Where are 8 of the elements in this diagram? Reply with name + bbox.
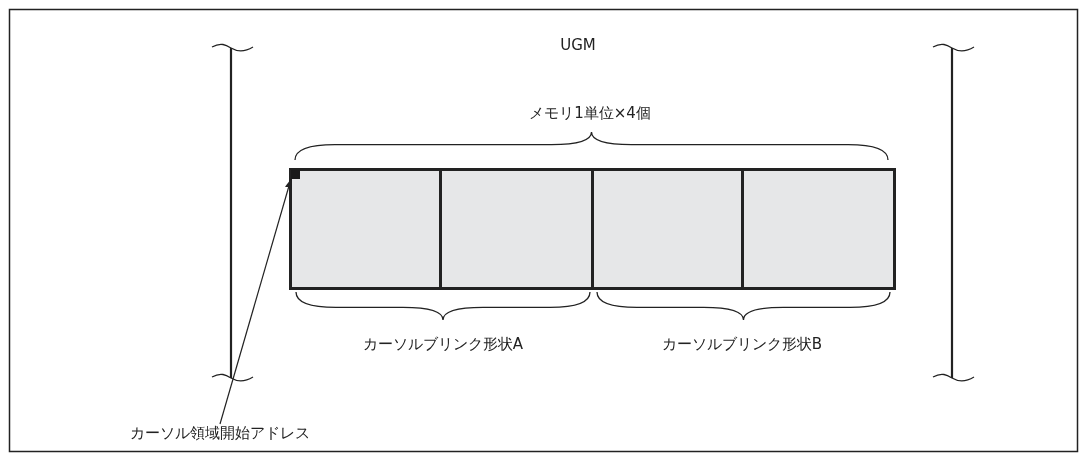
memory-cell bbox=[288, 167, 442, 290]
brace-label: カーソルブリンク形状A bbox=[362, 335, 524, 353]
heading: UGM bbox=[560, 36, 596, 54]
brace-label: カーソルブリンク形状B bbox=[661, 335, 823, 353]
start-marker bbox=[291, 170, 300, 179]
leader-label: カーソル領域開始アドレス bbox=[130, 424, 310, 442]
brace-label: メモリ1単位×4個 bbox=[529, 104, 651, 122]
leader-line bbox=[219, 178, 292, 425]
